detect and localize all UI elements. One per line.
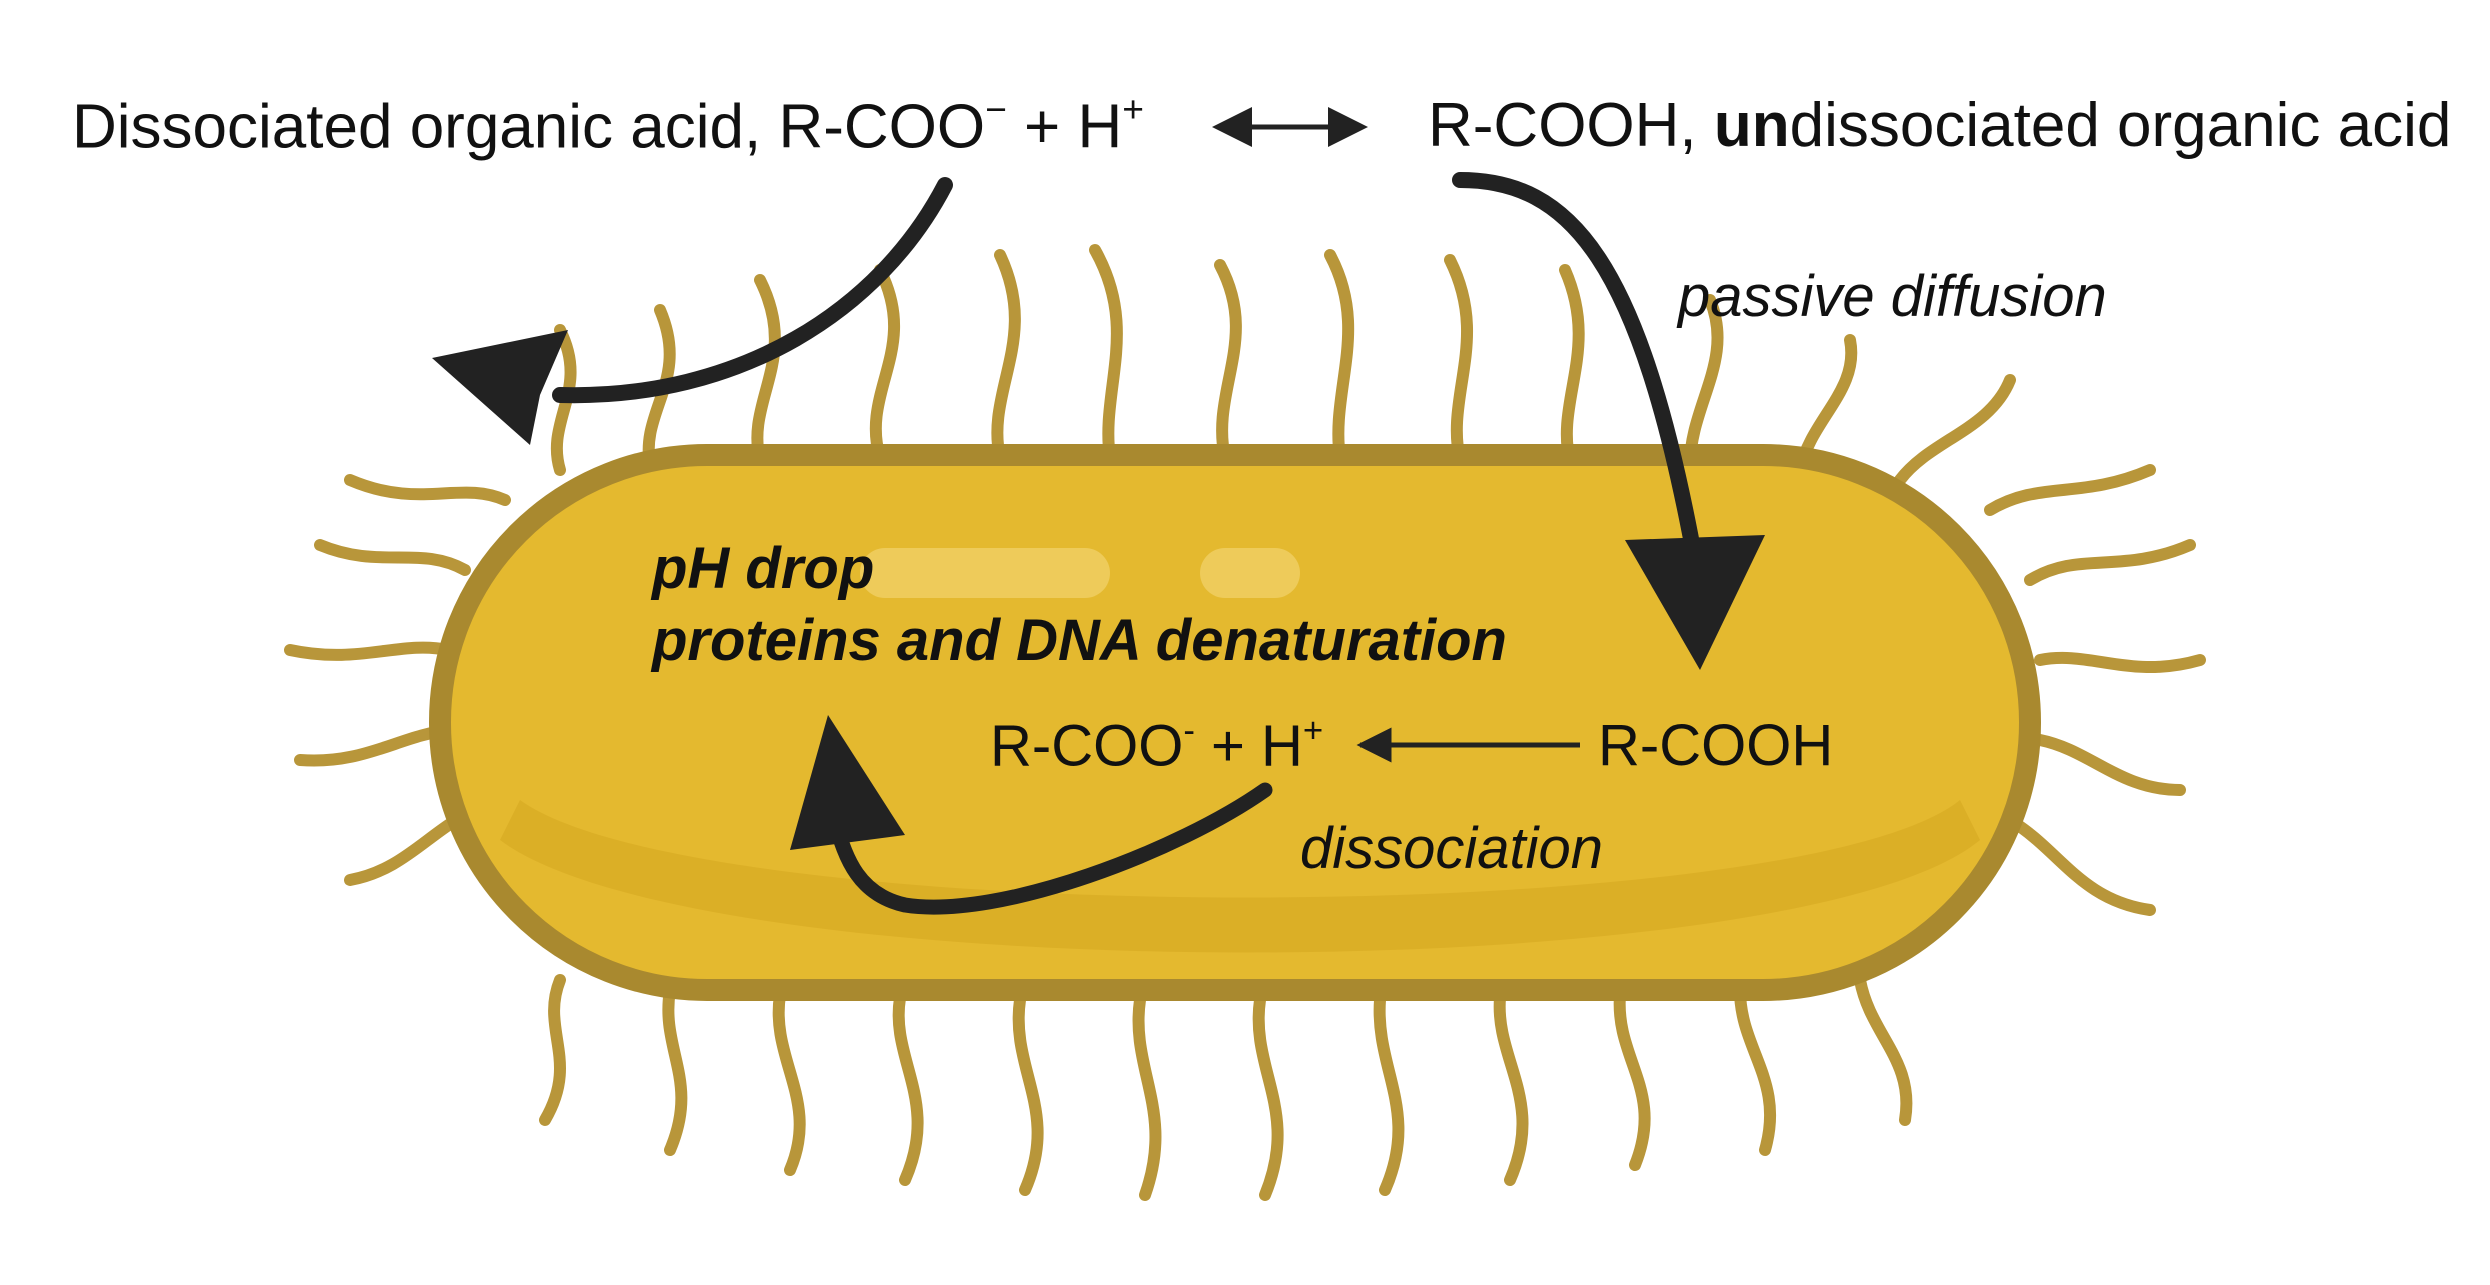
flagellum	[1984, 464, 2156, 516]
flagellum	[1613, 989, 1651, 1171]
flagellum	[1444, 254, 1474, 466]
flagellum	[751, 274, 781, 466]
flagellum	[314, 539, 471, 576]
diffusion-arrow-head	[1625, 535, 1765, 670]
flagellum	[539, 974, 566, 1126]
inner-plus-h-text: + H	[1194, 713, 1303, 779]
undissociated-acid-label: R-COOH, undissociated organic acid	[1428, 95, 2451, 157]
plus-h-text: + H	[1006, 92, 1123, 162]
undissociated-prefix: R-COOH,	[1428, 91, 1714, 160]
flagellum	[2034, 651, 2206, 673]
flagellum	[1012, 994, 1044, 1196]
dissociated-acid-label: Dissociated organic acid, R-COO− + H+	[72, 91, 1144, 162]
flagellum	[2034, 734, 2186, 796]
flagellum	[1854, 974, 1913, 1126]
flagellum	[1559, 264, 1585, 468]
flagellum	[1214, 259, 1242, 464]
inner-dissociated-label: R-COO- + H+	[990, 713, 1323, 775]
flagellum	[344, 474, 511, 506]
denaturation-label: proteins and DNA denaturation	[652, 608, 1507, 673]
dissociation-label: dissociation	[1300, 816, 1604, 881]
flagellum	[1493, 992, 1529, 1186]
cell-highlight	[1200, 548, 1300, 598]
plus-superscript: +	[1122, 88, 1144, 131]
cell-highlight	[860, 548, 1110, 598]
flagellum	[662, 984, 688, 1156]
flagellum	[294, 724, 456, 767]
minus-superscript: −	[985, 88, 1007, 131]
flagellum	[869, 264, 901, 464]
bacterial-cell	[429, 444, 2041, 1001]
flagellum	[1132, 994, 1162, 1201]
inner-minus-superscript: -	[1183, 710, 1195, 750]
undissociated-emphasis: un	[1713, 91, 1790, 160]
flagellum	[1894, 374, 2016, 486]
passive-diffusion-label: passive diffusion	[1678, 264, 2107, 329]
efflux-arrow-head	[432, 330, 568, 445]
inner-dissociated-text: R-COO	[990, 713, 1184, 779]
flagellum	[284, 641, 454, 661]
flagellum	[1734, 984, 1776, 1156]
inner-undissociated-label: R-COOH	[1598, 713, 1834, 778]
dissociated-acid-text: Dissociated organic acid, R-COO	[72, 92, 986, 162]
ph-drop-arrow-shaft	[827, 782, 1273, 915]
flagellum	[1252, 994, 1284, 1201]
diffusion-arrow-shaft	[1452, 172, 1703, 568]
flagellum	[772, 989, 806, 1176]
flagellum	[550, 324, 577, 476]
flagellum	[1089, 244, 1123, 464]
efflux-arrow-shaft	[552, 177, 953, 404]
ph-drop-label: pH drop	[652, 536, 875, 601]
undissociated-suffix: dissociated organic acid	[1789, 91, 2452, 160]
flagellum	[1324, 249, 1355, 464]
flagellum	[892, 992, 924, 1186]
ph-drop-arrow-head	[790, 715, 905, 850]
cell-body	[429, 444, 2041, 1001]
flagellum	[2024, 539, 2196, 586]
flagellum	[991, 249, 1021, 464]
cell-lower-shade	[500, 800, 1980, 953]
flagellum	[1373, 994, 1405, 1196]
flagellum	[2004, 814, 2156, 916]
inner-plus-superscript: +	[1302, 710, 1324, 750]
